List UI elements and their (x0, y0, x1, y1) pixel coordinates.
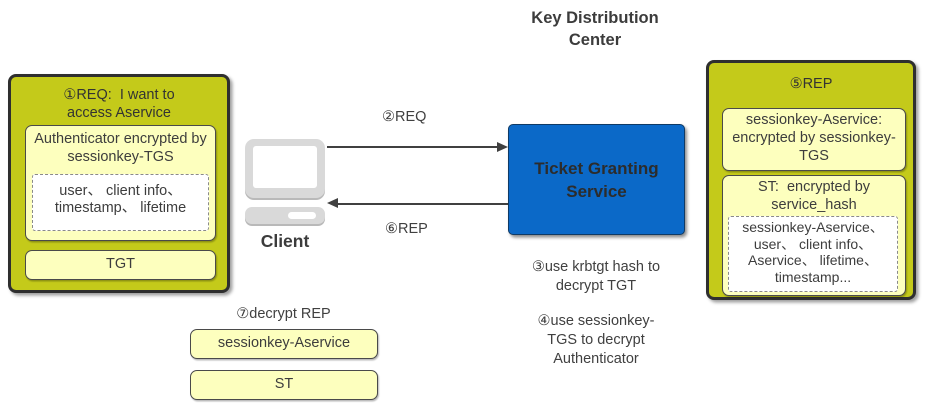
rep-arrow-label: ⑥REP (385, 221, 428, 237)
req-arrow-label: ②REQ (382, 109, 427, 125)
decrypt-rep-label: ⑦decrypt REP (236, 306, 331, 322)
kdc-title-line2: Center (568, 31, 622, 49)
kdc-title: Key Distribution Center (495, 7, 695, 51)
decrypted-sessionkey-box: sessionkey-Aservice (190, 329, 378, 359)
client-keyboard-detail (288, 212, 316, 219)
sessionkey-aservice-box: sessionkey-Aservice: encrypted by sessio… (722, 108, 906, 171)
client-computer-icon (245, 139, 325, 198)
req-panel: ①REQ: I want to access Aservice Authenti… (8, 74, 230, 293)
tgs-label: Ticket Granting Service (534, 158, 659, 201)
rep-arrow (338, 203, 508, 205)
kdc-title-line1: Key Distribution (531, 9, 659, 27)
st-contents: sessionkey-Aservice、 user、 client info、 … (742, 219, 884, 285)
authenticator-contents: user、 client info、 timestamp、 lifetime (54, 183, 187, 216)
client-keyboard-icon (245, 207, 325, 224)
decrypted-st-box: ST (190, 370, 378, 400)
authenticator-box: Authenticator encrypted by sessionkey-TG… (25, 125, 216, 241)
rep-panel-title: ⑤REP (789, 76, 833, 92)
step4-note: ④use sessionkey-TGS to decrypt Authentic… (537, 313, 655, 367)
authenticator-box-title: Authenticator encrypted by sessionkey-TG… (34, 131, 207, 165)
req-arrow (327, 146, 498, 148)
sessionkey-aservice-text: sessionkey-Aservice: encrypted by sessio… (732, 112, 896, 164)
tgt-box: TGT (25, 250, 216, 280)
st-contents-box: sessionkey-Aservice、 user、 client info、 … (728, 216, 898, 292)
client-monitor-screen (253, 146, 317, 188)
rep-arrowhead-icon (327, 198, 338, 208)
authenticator-contents-box: user、 client info、 timestamp、 lifetime (32, 174, 209, 231)
step3-note: ③use krbtgt hash to decrypt TGT (531, 259, 661, 294)
rep-panel: ⑤REP sessionkey-Aservice: encrypted by s… (706, 60, 916, 300)
client-label: Client (260, 231, 310, 251)
ticket-granting-service-box: Ticket Granting Service (508, 124, 685, 235)
st-box-title: ST: encrypted by service_hash (757, 179, 875, 213)
req-arrowhead-icon (497, 142, 508, 152)
req-panel-title: ①REQ: I want to access Aservice (63, 87, 179, 121)
st-box: ST: encrypted by service_hash sessionkey… (722, 175, 906, 296)
